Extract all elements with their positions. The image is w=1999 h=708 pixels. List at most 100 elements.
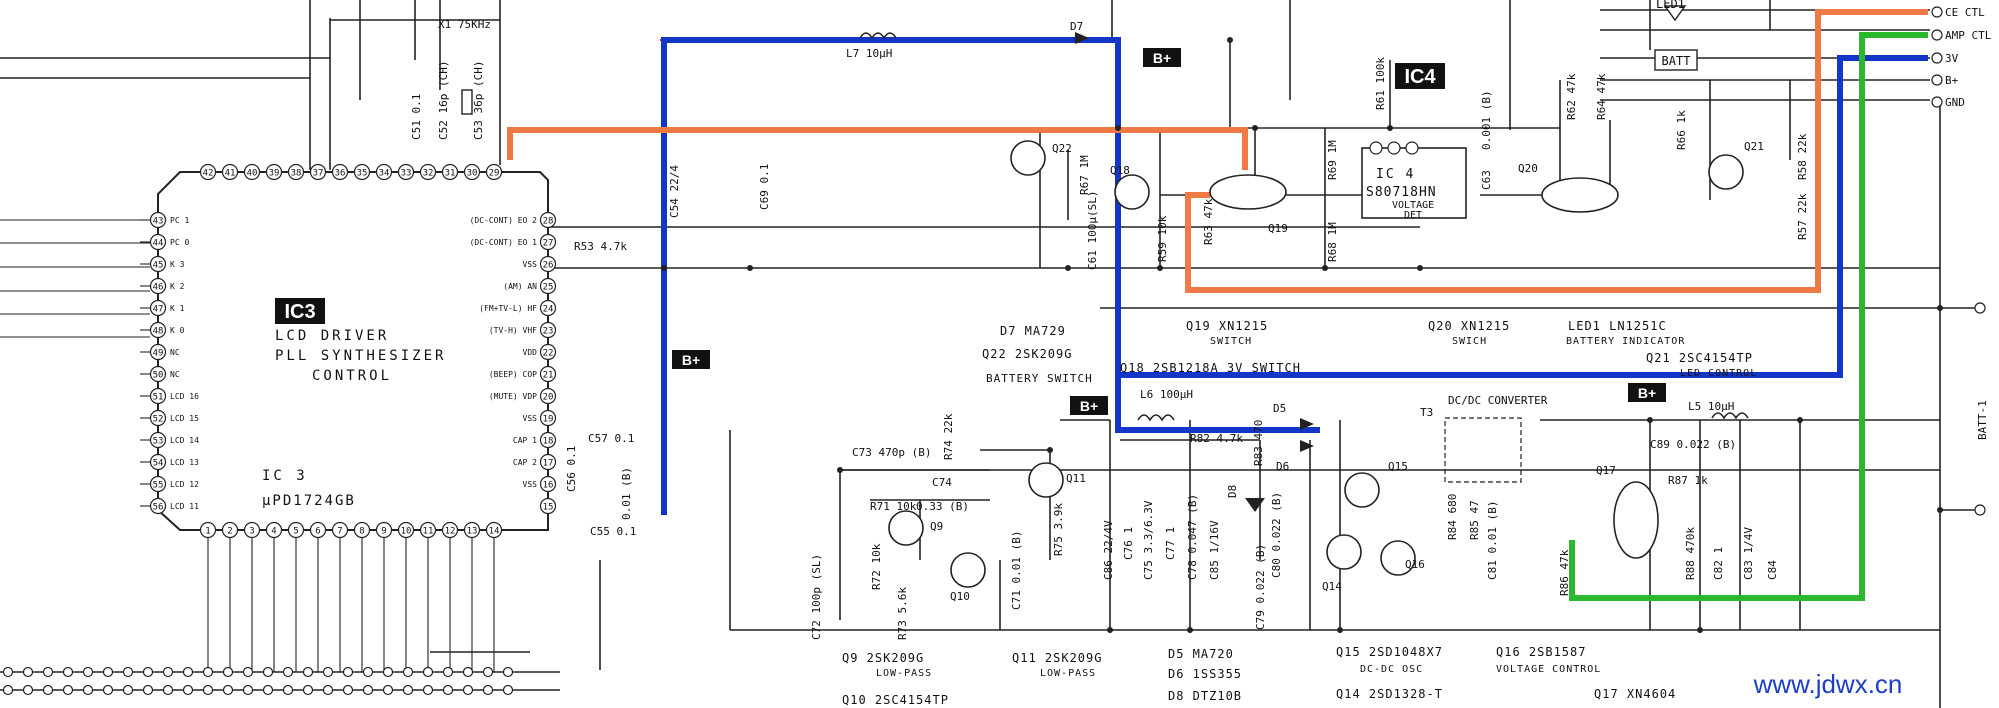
ic3-pin-46 [149, 277, 167, 295]
label-r87: R87 1k [1668, 474, 1708, 487]
ic3-pin-38-number: 38 [291, 169, 302, 179]
label-c74: C74 [932, 476, 952, 489]
label-d8: D8 [1226, 485, 1239, 498]
junction-dots [661, 37, 1803, 633]
ic3-pin-9-number: 9 [381, 527, 386, 537]
blue-bplus-trace-left [661, 37, 1320, 515]
caption-led-sub: BATTERY INDICATOR [1566, 336, 1685, 347]
connector-pin [322, 684, 334, 696]
ic3-pin-27 [539, 233, 557, 251]
ic3-pin-44-number: 44 [153, 239, 164, 249]
ic3-pin-3 [243, 521, 261, 539]
batt-box [1654, 49, 1698, 71]
ic3-pin-7-number: 7 [337, 527, 342, 537]
connector-pin [462, 666, 474, 678]
q11-symbol [1028, 462, 1064, 498]
caption-q9-sub: LOW-PASS [876, 668, 932, 679]
ic3-pin-12 [441, 521, 459, 539]
connector-pin [382, 684, 394, 696]
label-r58: R58 22k [1796, 133, 1809, 180]
ic3-pin-45 [149, 255, 167, 273]
connector-pin-bplus [1931, 74, 1943, 86]
ic3-pin-54 [149, 453, 167, 471]
label-d7: D7 [1070, 20, 1083, 33]
ic3-right-label: CAP 2 [513, 458, 537, 467]
ic3-right-label: (DC-CONT) EO 2 [470, 216, 538, 225]
ic3-pin-11-number: 11 [423, 527, 434, 537]
ic3-pin-35-number: 35 [357, 169, 368, 179]
label-r66: R66 1k [1675, 110, 1688, 150]
ic3-pin-31 [441, 163, 459, 181]
ic3-pin-18 [539, 431, 557, 449]
ic3-pin-33 [397, 163, 415, 181]
d6-symbol [1300, 440, 1314, 452]
ic4-part: S80718HN [1366, 185, 1437, 200]
ic3-pin-39-number: 39 [269, 169, 280, 179]
connector-pin [162, 684, 174, 696]
label-r82: R82 4.7k [1190, 432, 1243, 445]
ic3-left-label: K 0 [170, 326, 185, 335]
bplus-tags: B+ B+ B+ B+ [672, 48, 1666, 415]
l7-inductor [859, 32, 897, 40]
connector-pin [22, 666, 34, 678]
ic3-pin-28-number: 28 [543, 217, 554, 227]
connector-pin [482, 684, 494, 696]
ic3-right-label: (AM) AN [503, 282, 537, 291]
q21-symbol [1708, 154, 1744, 190]
ic3-pin-26 [539, 255, 557, 273]
ic3-pin-6 [309, 521, 327, 539]
label-c56: C56 0.1 [565, 446, 578, 492]
ic3-pin-20-number: 20 [543, 393, 554, 403]
caption-d6: D6 1SS355 [1168, 667, 1242, 681]
label-r72: R72 10k [870, 543, 883, 590]
connector-pin [162, 666, 174, 678]
ic3-pin-16-number: 16 [543, 481, 554, 491]
connector-pin [102, 684, 114, 696]
ic3-pin-41-number: 41 [225, 169, 236, 179]
ic3-pin-38 [287, 163, 305, 181]
l6-inductor [1137, 414, 1175, 422]
connector-pin [362, 666, 374, 678]
ic3-badge-text: IC3 [284, 301, 315, 323]
ic3-pin-23 [539, 321, 557, 339]
connector-pin [82, 684, 94, 696]
batt-box-label: BATT [1662, 54, 1691, 68]
ic3-pin-15-number: 15 [543, 503, 554, 513]
label-r75: R75 3.9k [1052, 503, 1065, 556]
label-r53: R53 4.7k [574, 240, 627, 253]
q18-symbol [1114, 174, 1150, 210]
ic3-pin-52-number: 52 [153, 415, 164, 425]
caption-q20: Q20 XN1215 [1428, 319, 1510, 333]
ic3-desc-1: LCD DRIVER [275, 328, 389, 344]
ic3-right-label: (DC-CONT) EO 1 [470, 238, 538, 247]
label-r63: R63 47k [1202, 198, 1215, 245]
ic3-pin-40 [243, 163, 261, 181]
label-l5: L5 10µH [1688, 400, 1734, 413]
connector-pin [202, 666, 214, 678]
label-l6: L6 100µH [1140, 388, 1193, 401]
ic3-chip: IC3 LCD DRIVER PLL SYNTHESIZER CONTROL I… [140, 163, 557, 672]
green-3v-trace [1569, 32, 1928, 601]
ic3-pin-29-number: 29 [489, 169, 500, 179]
ic3-pin-41 [221, 163, 239, 181]
ic3-pin-14-number: 14 [489, 527, 500, 537]
connector-pin [82, 666, 94, 678]
connector-pin [442, 684, 454, 696]
caption-q14: Q14 2SD1328-T [1336, 687, 1443, 701]
connector-pin-gnd [1931, 96, 1943, 108]
ic3-pin-27-number: 27 [543, 239, 554, 249]
label-c73: C73 470p (B) [852, 446, 931, 459]
label-c80: C80 0.022 (B) [1270, 492, 1283, 578]
ic3-pin-2-number: 2 [227, 527, 232, 537]
ic3-pin-43-number: 43 [153, 217, 164, 227]
label-c63: C63 [1480, 170, 1493, 190]
connector-pin [142, 684, 154, 696]
ic3-left-label: K 1 [170, 304, 185, 313]
connector-pin [222, 684, 234, 696]
label-c83: C83 1/4V [1742, 527, 1755, 580]
ic3-right-label: (TV-H) VHF [489, 326, 537, 335]
label-c72: C72 100p (SL) [810, 554, 823, 640]
